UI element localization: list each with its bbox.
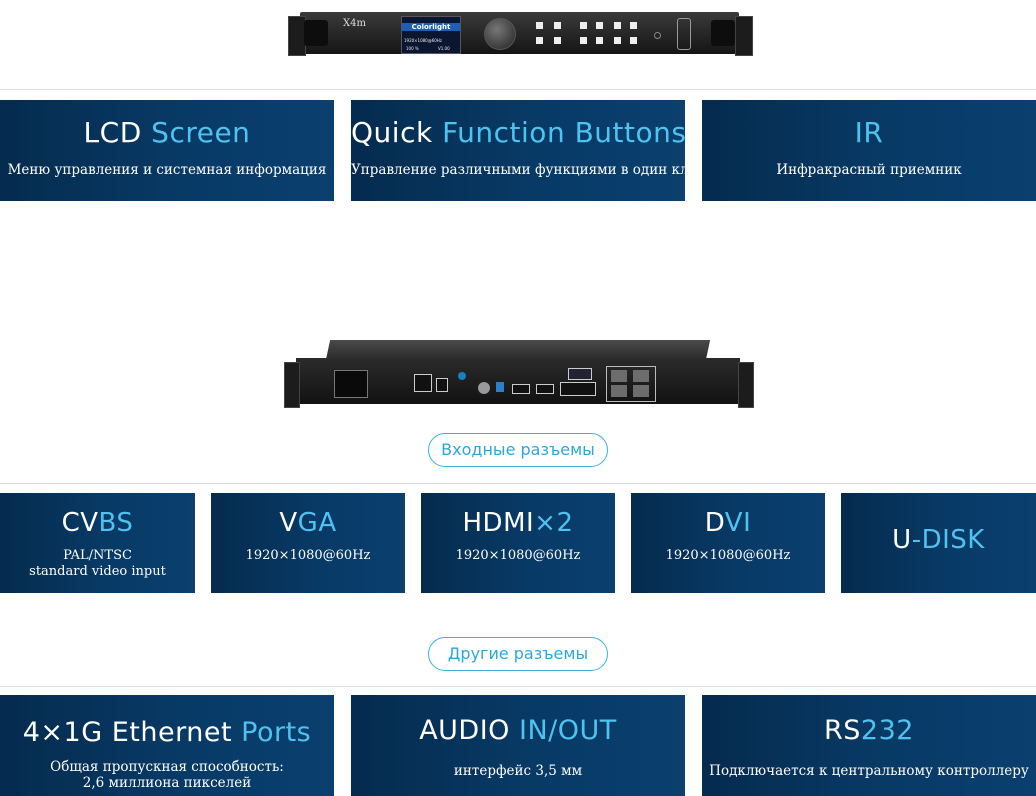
quick-button[interactable]: [580, 22, 587, 29]
tile-line2: 2,6 миллиона пикселей: [82, 775, 252, 791]
ethernet-ports: [606, 366, 656, 402]
vga-port: [568, 368, 592, 380]
rear-panel-device: [284, 340, 754, 408]
other-tile-rs232: RS232 Подключается к центральному контро…: [702, 695, 1036, 796]
tile-line1: 1920×1080@60Hz: [665, 548, 791, 563]
tile-line1: 1920×1080@60Hz: [245, 548, 371, 563]
right-rack-ear: [738, 362, 754, 408]
other-connectors-label: Другие разъемы: [428, 637, 608, 671]
input-tile-hdmi: HDMI×2 1920×1080@60Hz: [421, 493, 615, 593]
input-tile-u-disk: U-DISK: [841, 493, 1036, 593]
quick-button[interactable]: [536, 22, 543, 29]
tile-title: RS232: [824, 715, 914, 746]
divider: [0, 483, 1036, 484]
tile-title: DVI: [704, 508, 752, 538]
usb-disk-port: [496, 382, 504, 392]
input-tile-vga: VGA 1920×1080@60Hz: [211, 493, 405, 593]
tile-title: IR: [854, 116, 884, 149]
feature-tile-lcd-screen: LCD Screen Меню управления и системная и…: [0, 100, 334, 201]
front-chassis: [300, 12, 739, 54]
power-socket: [334, 370, 368, 398]
usb-port: [436, 378, 448, 392]
tile-line1: интерфейс 3,5 мм: [453, 763, 583, 779]
tile-subtitle: Меню управления и системная информация: [7, 162, 327, 178]
ethernet-port: [611, 370, 627, 382]
lcd-resolution: 1920×1080@60Hz: [404, 38, 442, 43]
tile-title: LCD Screen: [83, 116, 251, 149]
quick-button[interactable]: [614, 37, 621, 44]
hdmi-port: [536, 384, 554, 394]
tile-subtitle: Инфракрасный приемник: [776, 162, 962, 178]
model-label: X4m: [343, 18, 366, 29]
tile-line1: Общая пропускная способность:: [50, 759, 284, 775]
tile-title: CVBS: [61, 508, 134, 538]
front-panel-device: X4m Colorlight 1920×1080@60Hz 100 % V1.0…: [288, 12, 753, 56]
quick-buttons-group: [532, 20, 642, 48]
other-tile-audio: AUDIO IN/OUT интерфейс 3,5 мм: [351, 695, 685, 796]
other-tile-ethernet: 4×1G Ethernet Ports Общая пропускная спо…: [0, 695, 334, 796]
quick-button[interactable]: [596, 37, 603, 44]
right-rack-ear: [735, 16, 753, 56]
lcd-screen: Colorlight 1920×1080@60Hz 100 % V1.00: [401, 16, 461, 54]
left-handle: [304, 20, 328, 46]
rear-chassis-face: [296, 358, 740, 404]
audio-jack: [458, 372, 466, 380]
tile-title: Quick Function Buttons: [351, 116, 687, 149]
power-switch[interactable]: [677, 18, 691, 50]
tile-title: HDMI×2: [462, 508, 574, 538]
input-connectors-label: Входные разъемы: [428, 433, 608, 467]
quick-button[interactable]: [580, 37, 587, 44]
quick-button[interactable]: [630, 22, 637, 29]
quick-button[interactable]: [536, 37, 543, 44]
input-tile-dvi: DVI 1920×1080@60Hz: [631, 493, 825, 593]
ir-receiver: [654, 32, 661, 39]
ethernet-port: [611, 385, 627, 397]
rear-chassis-top: [325, 340, 711, 360]
tile-line1: PAL/NTSC: [63, 548, 132, 563]
lcd-brand: Colorlight: [402, 23, 460, 31]
quick-button[interactable]: [554, 37, 561, 44]
quick-button[interactable]: [596, 22, 603, 29]
rotary-knob[interactable]: [484, 18, 516, 50]
ethernet-port: [633, 385, 649, 397]
ethernet-port: [633, 370, 649, 382]
quick-button[interactable]: [630, 37, 637, 44]
tile-title: AUDIO IN/OUT: [419, 715, 617, 746]
hdmi-port: [512, 384, 530, 394]
tile-line1: 1920×1080@60Hz: [455, 548, 581, 563]
cvbs-port: [478, 382, 490, 394]
right-handle: [711, 20, 735, 46]
divider: [0, 89, 1036, 90]
tile-title: U-DISK: [892, 525, 985, 555]
divider: [0, 686, 1036, 687]
tile-line1: Подключается к центральному контроллеру: [709, 763, 1029, 779]
tile-title: VGA: [279, 508, 337, 538]
lcd-version: V1.00: [438, 46, 450, 51]
lcd-brightness: 100 %: [406, 46, 419, 51]
tile-subtitle: Управление различными функциями в один к…: [351, 162, 706, 178]
rs232-port: [414, 374, 432, 392]
feature-tile-quick-buttons: Quick Function Buttons Управление различ…: [351, 100, 706, 201]
dvi-port: [560, 382, 596, 396]
quick-button[interactable]: [554, 22, 561, 29]
left-rack-ear: [284, 362, 300, 408]
feature-tile-ir: IR Инфракрасный приемник: [702, 100, 1036, 201]
tile-line2: standard video input: [29, 564, 166, 579]
input-tile-cvbs: CVBS PAL/NTSC standard video input: [0, 493, 195, 593]
quick-button[interactable]: [614, 22, 621, 29]
tile-title: 4×1G Ethernet Ports: [22, 717, 312, 748]
